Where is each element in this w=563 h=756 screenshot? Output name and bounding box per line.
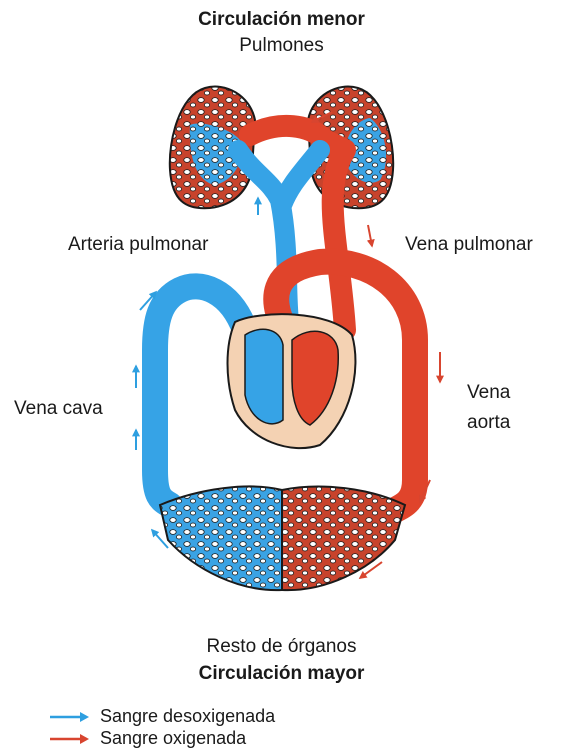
greater-circulation-title: Circulación mayor [0, 663, 563, 685]
legend-label: Sangre oxigenada [100, 728, 246, 749]
other-organs-label: Resto de órganos [0, 636, 563, 658]
flow-arrow-red [368, 225, 372, 246]
heart [228, 314, 356, 448]
red-arrow-icon [48, 733, 90, 745]
circulation-diagram [0, 0, 563, 630]
body-capillaries [160, 486, 405, 590]
blue-arrow-icon [48, 711, 90, 723]
legend-deoxygenated: Sangre desoxigenada [48, 706, 275, 727]
legend-label: Sangre desoxigenada [100, 706, 275, 727]
legend-oxygenated: Sangre oxigenada [48, 728, 246, 749]
